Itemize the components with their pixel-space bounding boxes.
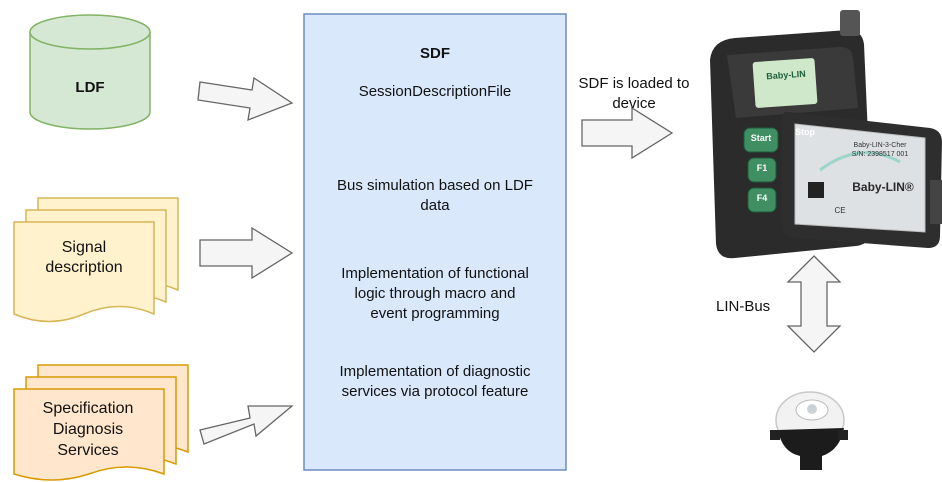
- arrow-sdf-to-device: [581, 106, 674, 160]
- device-serial-label: S/N: 2398517 001: [851, 151, 909, 158]
- device-key-f1: F1: [756, 163, 768, 173]
- ldf-label: LDF: [75, 79, 105, 96]
- signal-description-label: Signal description: [45, 239, 123, 276]
- device-illustration: [710, 10, 942, 259]
- sdf-title: SDF: [420, 45, 450, 62]
- arrow-spec-to-sdf: [199, 405, 294, 445]
- sdf-feature-functional-logic: Implementation of functional logic throu…: [341, 265, 529, 322]
- arrow-ldf-to-sdf: [197, 76, 294, 122]
- sdf-box: [303, 13, 567, 471]
- sdf-feature-diagnostic-services: Implementation of diagnostic services vi…: [339, 363, 531, 400]
- spec-document-stack: [13, 364, 189, 481]
- device-ce-mark: CE: [834, 206, 846, 215]
- device-key-f4: F4: [756, 193, 768, 203]
- lin-bus-label: LIN-Bus: [716, 298, 771, 315]
- sdf-loaded-label: SDF is loaded to device: [578, 75, 690, 112]
- signal-document-stack: [13, 197, 179, 323]
- lin-node-device: [770, 391, 848, 470]
- sdf-feature-bus-simulation: Bus simulation based on LDF data: [337, 177, 533, 214]
- ldf-cylinder: [29, 14, 151, 130]
- device-key-start: Start: [750, 133, 772, 143]
- specification-label: Specification Diagnosis Services: [42, 400, 134, 459]
- double-arrow-lin-bus: [786, 255, 842, 353]
- sdf-subtitle: SessionDescriptionFile: [358, 83, 512, 100]
- device-brand-front: Baby-LIN®: [852, 180, 914, 194]
- arrow-signal-to-sdf: [199, 226, 294, 280]
- device-model-label: Baby-LIN-3-Cher: [853, 142, 907, 149]
- device-key-stop: Stop: [795, 127, 815, 137]
